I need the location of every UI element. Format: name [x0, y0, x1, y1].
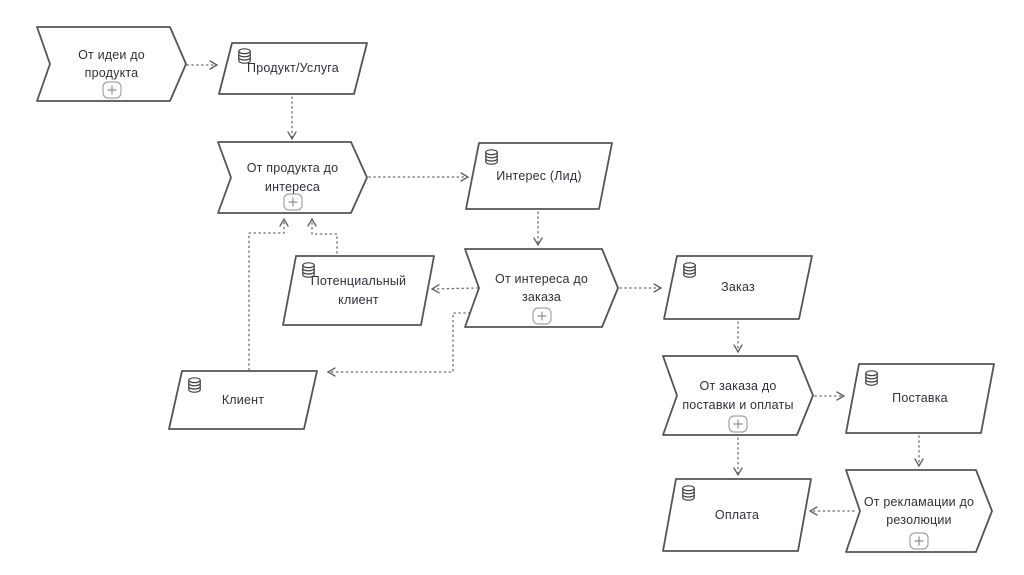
data-object-order[interactable]: Заказ — [663, 255, 813, 320]
node-label: От рекламации до резолюции — [863, 494, 975, 527]
process-order-to-delivery[interactable]: От заказа до поставки и оплаты — [662, 355, 814, 436]
node-label: Потенциальный клиент — [310, 274, 407, 307]
node-label: От заказа до поставки и оплаты — [682, 379, 794, 412]
chevron-shape — [217, 141, 368, 214]
parallelogram-shape — [662, 478, 812, 552]
database-icon — [302, 262, 315, 278]
data-object-potential-client[interactable]: Потенциальный клиент — [282, 255, 435, 326]
data-object-interest-lead[interactable]: Интерес (Лид) — [465, 142, 613, 210]
data-object-client[interactable]: Клиент — [168, 370, 318, 430]
database-icon — [682, 485, 695, 501]
parallelogram-shape — [282, 255, 435, 326]
parallelogram-shape — [168, 370, 318, 430]
process-interest-to-order[interactable]: От интереса до заказа — [464, 248, 619, 328]
connector-client-to-product-to-interest — [248, 217, 289, 371]
chevron-shape — [36, 26, 187, 102]
process-complaint-to-resolution[interactable]: От рекламации до резолюции — [845, 469, 993, 553]
node-label: Интерес (Лид) — [496, 168, 582, 183]
node-label: Заказ — [721, 280, 755, 295]
connector-potential-client-to-product-to-interest — [307, 217, 338, 254]
node-label: Оплата — [714, 507, 760, 522]
plus-icon[interactable] — [728, 415, 748, 433]
chevron-shape — [662, 355, 814, 436]
node-label: От интереса до заказа — [495, 271, 588, 304]
chevron-shape — [464, 248, 619, 328]
database-icon — [683, 262, 696, 278]
plus-icon[interactable] — [531, 307, 552, 325]
node-label: От продукта до интереса — [246, 161, 339, 194]
database-icon — [485, 149, 498, 165]
database-icon — [865, 370, 878, 386]
plus-icon[interactable] — [909, 532, 929, 550]
database-icon — [238, 48, 251, 64]
parallelogram-shape — [465, 142, 613, 210]
parallelogram-shape — [845, 363, 995, 434]
data-object-product-service[interactable]: Продукт/Услуга — [218, 42, 368, 95]
plus-icon[interactable] — [282, 193, 303, 211]
node-label: От идеи до продукта — [78, 47, 145, 80]
plus-icon[interactable] — [101, 81, 122, 99]
database-icon — [188, 377, 201, 393]
parallelogram-shape — [663, 255, 813, 320]
process-idea-to-product[interactable]: От идеи до продукта — [36, 26, 187, 102]
parallelogram-shape — [218, 42, 368, 95]
process-product-to-interest[interactable]: От продукта до интереса — [217, 141, 368, 214]
data-object-delivery[interactable]: Поставка — [845, 363, 995, 434]
node-label: Продукт/Услуга — [247, 61, 339, 76]
chevron-shape — [845, 469, 993, 553]
node-label: Поставка — [892, 391, 948, 406]
data-object-payment[interactable]: Оплата — [662, 478, 812, 552]
node-label: Клиент — [221, 392, 265, 407]
